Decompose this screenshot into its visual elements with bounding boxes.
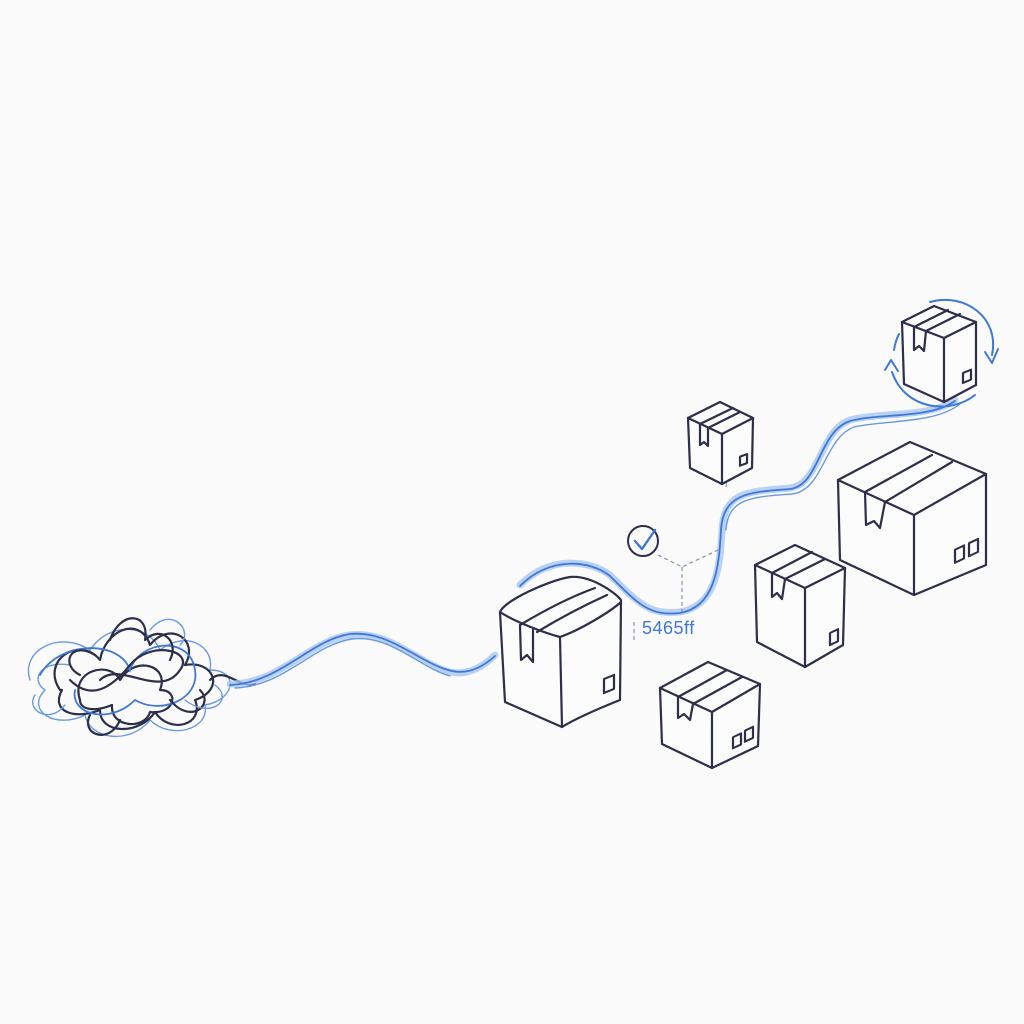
small-floating-box-icon [686, 400, 755, 486]
flow-path [226, 396, 961, 689]
tangled-scribble-icon [27, 617, 257, 737]
medium-box-icon [753, 543, 847, 669]
large-box-icon [498, 575, 623, 729]
checkmark-icon [627, 525, 659, 557]
color-code-label: 5465ff [642, 618, 695, 638]
small-front-box-icon [658, 660, 762, 770]
rotating-box-icon [900, 304, 978, 404]
cycle-arrows-icon [884, 298, 999, 408]
big-box-icon [836, 440, 988, 597]
